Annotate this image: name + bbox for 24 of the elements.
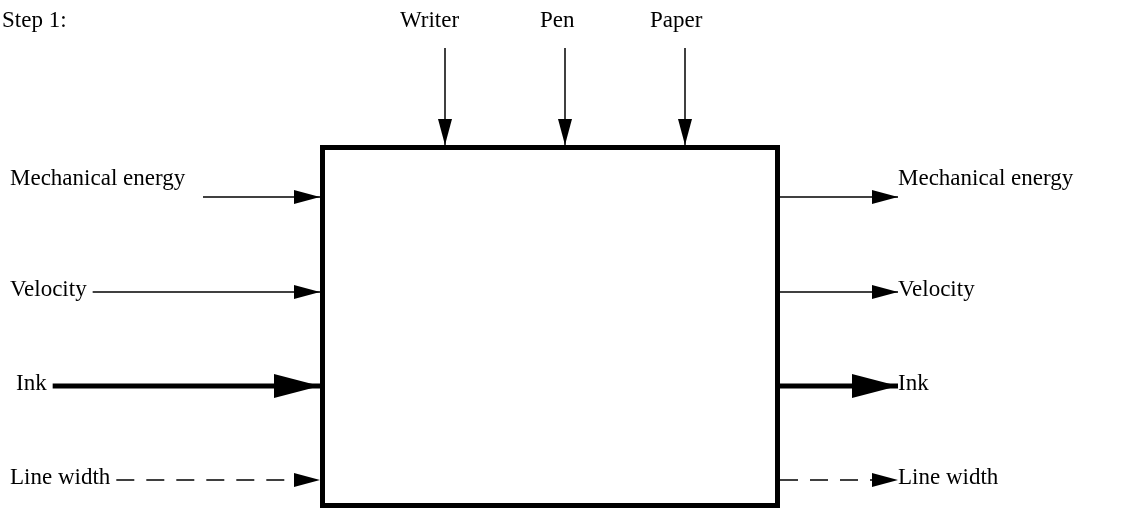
flow-label: Line width [898, 465, 1038, 495]
flow-label: Velocity [898, 277, 1018, 307]
arrow [91, 285, 321, 299]
flow-label: Mechanical energy [898, 166, 1146, 197]
flow-label: Pen [540, 8, 590, 48]
arrow [202, 190, 321, 204]
flow-label: Writer [400, 8, 490, 48]
arrow [52, 374, 320, 398]
flow-label: Ink [898, 371, 978, 401]
arrow [115, 473, 321, 487]
arrow [779, 473, 899, 487]
flow-label: Paper [650, 8, 720, 48]
arrow [779, 285, 899, 299]
arrow [438, 47, 452, 146]
step-label: Step 1: [2, 8, 67, 31]
arrow [558, 47, 572, 146]
arrow [779, 190, 899, 204]
arrow [678, 47, 692, 146]
flow-label: Mechanical energy [10, 166, 258, 197]
flow-label: Velocity [10, 277, 87, 307]
arrow [780, 374, 898, 398]
flow-label: Ink [16, 371, 47, 401]
process-box [320, 145, 780, 508]
flow-label: Line width [10, 465, 111, 495]
